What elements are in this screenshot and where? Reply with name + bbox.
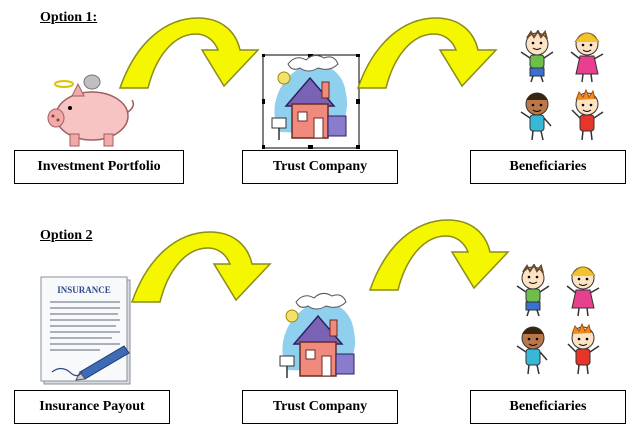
insurance-document-icon: INSURANCE	[40, 276, 134, 388]
trust-company-box-1: Trust Company	[242, 150, 398, 184]
insurance-payout-box: Insurance Payout	[14, 390, 170, 424]
curved-arrow-icon	[356, 12, 506, 92]
beneficiaries-box-2: Beneficiaries	[470, 390, 626, 424]
children-icon	[515, 30, 615, 150]
insurance-heading: INSURANCE	[57, 285, 111, 295]
trust-company-box-2: Trust Company	[242, 390, 398, 424]
option-2-title: Option 2	[40, 228, 93, 243]
piggy-bank-icon	[40, 74, 140, 149]
curved-arrow-icon	[118, 12, 268, 92]
house-icon	[270, 292, 368, 387]
option-1-title: Option 1:	[40, 10, 98, 25]
beneficiaries-box-1: Beneficiaries	[470, 150, 626, 184]
investment-portfolio-box: Investment Portfolio	[14, 150, 184, 184]
curved-arrow-icon	[130, 226, 280, 306]
children-icon	[511, 264, 611, 384]
house-icon	[262, 54, 360, 149]
curved-arrow-icon	[368, 214, 518, 294]
